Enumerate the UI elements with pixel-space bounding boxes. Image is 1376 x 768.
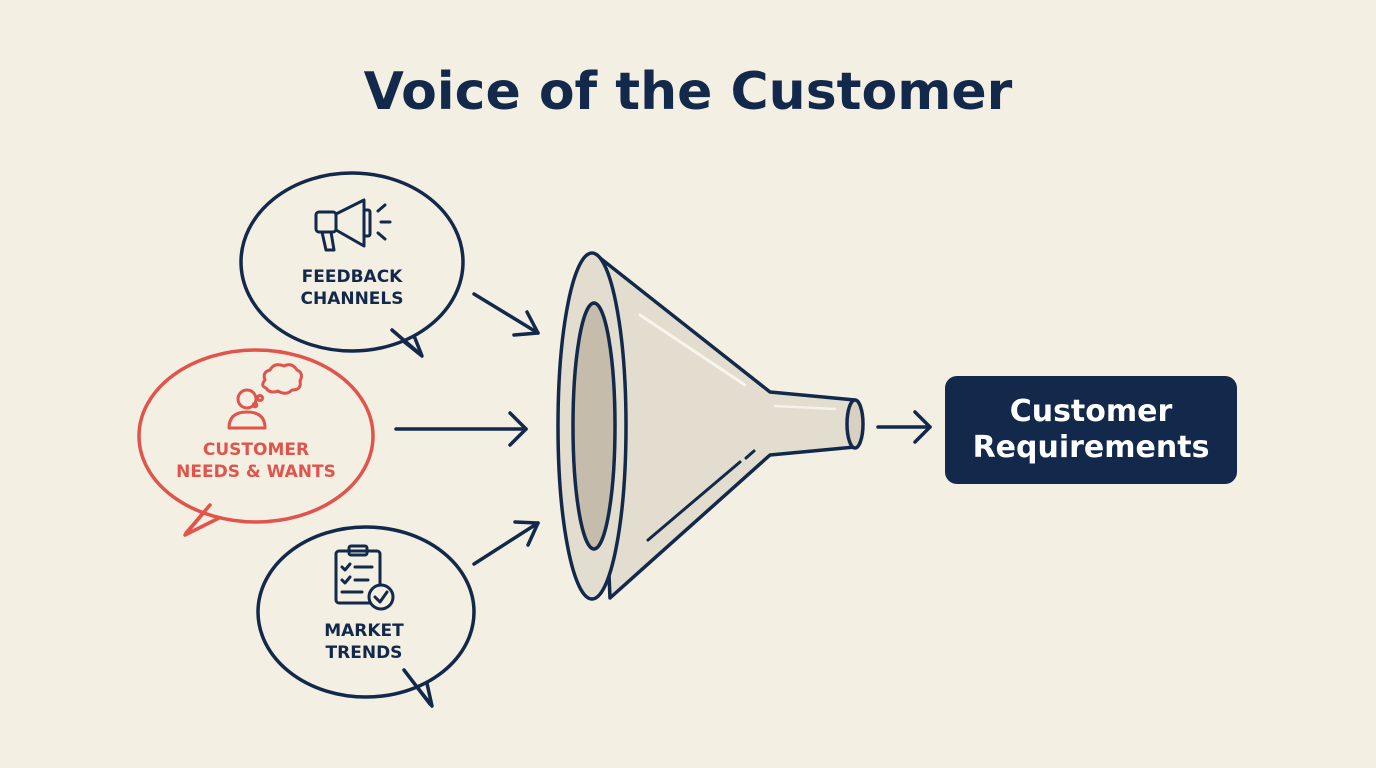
needs-label-line2: NEEDS & WANTS <box>176 462 336 482</box>
clipboard-check-icon <box>334 544 395 611</box>
diagram-title: Voice of the Customer <box>363 62 1013 122</box>
input-arrows <box>394 292 540 566</box>
market-label-line1: MARKET <box>324 621 404 641</box>
needs-label-line1: CUSTOMER <box>203 440 309 460</box>
customer-requirements-box: Customer Requirements <box>945 376 1237 484</box>
person-thought-icon <box>227 363 303 430</box>
requirements-line2: Requirements <box>972 430 1210 465</box>
funnel-icon <box>556 251 865 601</box>
arrow-needs-to-funnel <box>394 411 528 447</box>
feedback-label-line1: FEEDBACK <box>302 267 404 287</box>
feedback-channels-bubble: FEEDBACK CHANNELS <box>239 171 465 358</box>
customer-needs-bubble: CUSTOMER NEEDS & WANTS <box>137 348 375 537</box>
market-label-line2: TRENDS <box>326 643 403 663</box>
feedback-label-line2: CHANNELS <box>300 289 403 309</box>
arrow-funnel-to-requirements <box>876 410 932 444</box>
arrow-feedback-to-funnel <box>472 292 540 337</box>
market-trends-bubble: MARKET TRENDS <box>256 525 476 708</box>
requirements-line1: Customer <box>1009 394 1173 429</box>
arrow-market-to-funnel <box>472 520 540 566</box>
megaphone-icon <box>314 198 392 252</box>
